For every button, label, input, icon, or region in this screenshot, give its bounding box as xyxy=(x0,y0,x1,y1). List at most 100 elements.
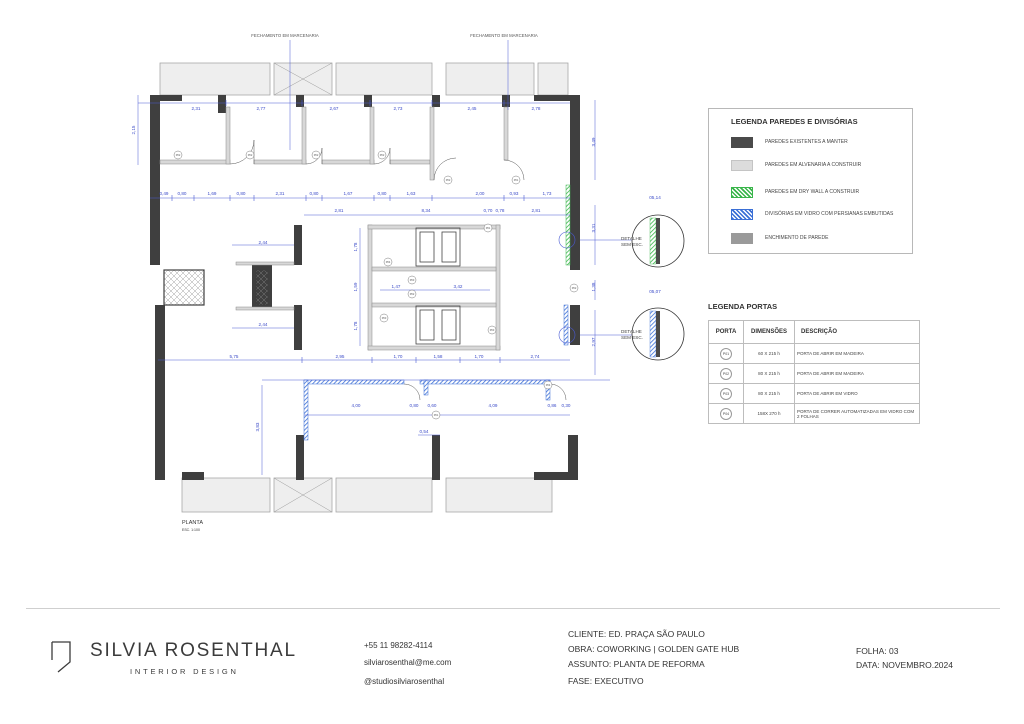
door-dim: 158X 270 h xyxy=(743,403,795,424)
dimension-label: 1,38 xyxy=(591,282,596,291)
brand-name: SILVIA ROSENTHAL xyxy=(90,640,297,661)
dimension-label: 1,70 xyxy=(394,354,403,359)
dimension-label: 1,59 xyxy=(353,282,358,291)
swatch-masonry xyxy=(731,159,753,171)
dimension-label: 2,15 xyxy=(131,125,136,134)
dimension-label: 0,86 xyxy=(548,403,557,408)
contact-phone: +55 11 98282-4114 xyxy=(364,641,433,650)
dimension-label: 0,93 xyxy=(510,191,519,196)
dimension-label: 0,30 xyxy=(562,403,571,408)
plan-title: PLANTA xyxy=(182,520,203,526)
dimension-label: 1,73 xyxy=(543,191,552,196)
dimension-label: 2,77 xyxy=(257,106,266,111)
dimension-label: 0,80 xyxy=(378,191,387,196)
dimension-label: 1,63 xyxy=(407,191,416,196)
dimension-label: 1,58 xyxy=(434,354,443,359)
door-tag-icon: P02 xyxy=(720,367,732,380)
dimension-label: 2,95 xyxy=(336,354,345,359)
swatch-fill xyxy=(731,232,753,244)
dimension-lines xyxy=(137,40,640,475)
dimension-label: 0,60 xyxy=(428,403,437,408)
contact-email: silviarosenthal@me.com xyxy=(364,658,452,667)
door-swings xyxy=(229,139,567,401)
existing-walls xyxy=(150,95,580,480)
dimension-ticks xyxy=(171,100,525,363)
dimension-label: 5,75 xyxy=(230,354,239,359)
swatch-drywall xyxy=(731,186,753,198)
contact-instagram: @studiosilviarosenthal xyxy=(364,677,445,686)
dimension-label: 0,70 xyxy=(484,208,493,213)
dimension-label: 3,31 xyxy=(591,223,596,232)
detail-dimension: 05,07 xyxy=(649,289,661,294)
logo-icon xyxy=(51,641,71,673)
dimension-label: 2,00 xyxy=(476,191,485,196)
swatch-glass xyxy=(731,208,753,220)
dimension-label: 2,31 xyxy=(192,106,201,111)
dimension-label: 0,80 xyxy=(410,403,419,408)
detail-label: DETALHE xyxy=(621,236,642,241)
wall-legend-title: LEGENDA PAREDES E DIVISÓRIAS xyxy=(731,117,858,126)
glass-partitions xyxy=(303,304,569,441)
door-tag: P01 xyxy=(486,226,491,230)
dimension-label: 2,67 xyxy=(330,106,339,111)
info-cliente: CLIENTE: ED. PRAÇA SÃO PAULO xyxy=(568,629,705,639)
table-row: P03 80 X 215 h PORTA DE ABRIR EM VIDRO xyxy=(708,383,920,404)
dimension-label: 3,42 xyxy=(454,284,463,289)
legend-row-masonry: PAREDES EM ALVENARIA A CONSTRUIR xyxy=(731,159,861,171)
dimension-label: 1,67 xyxy=(344,191,353,196)
dimension-label: 2,81 xyxy=(335,208,344,213)
table-row: P02 80 X 215 h PORTA DE ABRIR EM MADEIRA xyxy=(708,363,920,384)
detail-label: DETALHE xyxy=(621,329,642,334)
dimension-label: 2,44 xyxy=(259,240,268,245)
dimension-label: 0,80 xyxy=(310,191,319,196)
door-tag: P02 xyxy=(446,178,451,182)
door-tag: P03 xyxy=(382,316,387,320)
col-header: DESCRIÇÃO xyxy=(794,320,920,344)
dimension-label: 0,80 xyxy=(178,191,187,196)
dimension-label: 2,97 xyxy=(591,337,596,346)
legend-label: PAREDES EXISTENTES A MANTER xyxy=(765,139,848,145)
dimension-label: 0,49 xyxy=(160,191,169,196)
dimension-label: 2,45 xyxy=(468,106,477,111)
legend-row-drywall: PAREDES EM DRY WALL A CONSTRUIR xyxy=(731,186,859,198)
door-tag: P03 xyxy=(490,328,495,332)
door-desc: PORTA DE ABRIR EM MADEIRA xyxy=(794,363,920,384)
dimension-label: 0,80 xyxy=(237,191,246,196)
door-desc: PORTA DE ABRIR EM VIDRO xyxy=(794,383,920,404)
dimension-label: 4,09 xyxy=(489,403,498,408)
detail-label: SEM ESC. xyxy=(621,335,643,340)
door-desc: PORTA DE ABRIR EM MADEIRA xyxy=(794,343,920,364)
detail-callouts xyxy=(558,214,685,361)
door-tag: P02 xyxy=(176,153,181,157)
dimension-label: 0,54 xyxy=(420,429,429,434)
door-dim: 80 X 215 h xyxy=(743,363,795,384)
dimension-label: 2,44 xyxy=(259,322,268,327)
legend-label: PAREDES EM DRY WALL A CONSTRUIR xyxy=(765,189,860,195)
door-legend-table: PORTA DIMENSÕES DESCRIÇÃO P01 60 X 215 h… xyxy=(708,320,920,424)
door-dim: 80 X 215 h xyxy=(743,383,795,404)
note-marcenaria: FECHAMENTO EM MARCENARIA xyxy=(470,33,538,38)
legend-row-existing: PAREDES EXISTENTES A MANTER xyxy=(731,136,848,148)
shaft xyxy=(163,269,205,306)
legend-label: PAREDES EM ALVENARIA A CONSTRUIR xyxy=(765,162,862,168)
door-tag-markers xyxy=(173,150,579,420)
bottom-balconies xyxy=(181,477,553,513)
dimension-label: 2,78 xyxy=(532,106,541,111)
legend-label: DIVISÓRIAS EM VIDRO COM PERSIANAS EMBUTI… xyxy=(765,211,894,217)
door-desc: PORTA DE CORRER AUTOMATIZADAS EM VIDRO C… xyxy=(794,403,920,424)
new-walls xyxy=(159,106,509,351)
door-tag-icon: P04 xyxy=(720,407,732,420)
door-tag-icon: P01 xyxy=(720,347,732,360)
balcony-x-marks xyxy=(273,62,333,513)
dimension-label: 2,81 xyxy=(532,208,541,213)
dimension-label: 1,78 xyxy=(353,242,358,251)
dimension-label: 1,70 xyxy=(475,354,484,359)
legend-row-glass: DIVISÓRIAS EM VIDRO COM PERSIANAS EMBUTI… xyxy=(731,208,893,220)
col-header: DIMENSÕES xyxy=(743,320,795,344)
dimension-label: 3,83 xyxy=(255,422,260,431)
dimension-label: 2,31 xyxy=(276,191,285,196)
door-tag: P04 xyxy=(386,260,391,264)
plan-scale: ESC. 1:100 xyxy=(182,528,200,532)
shaft-inner xyxy=(255,269,269,306)
